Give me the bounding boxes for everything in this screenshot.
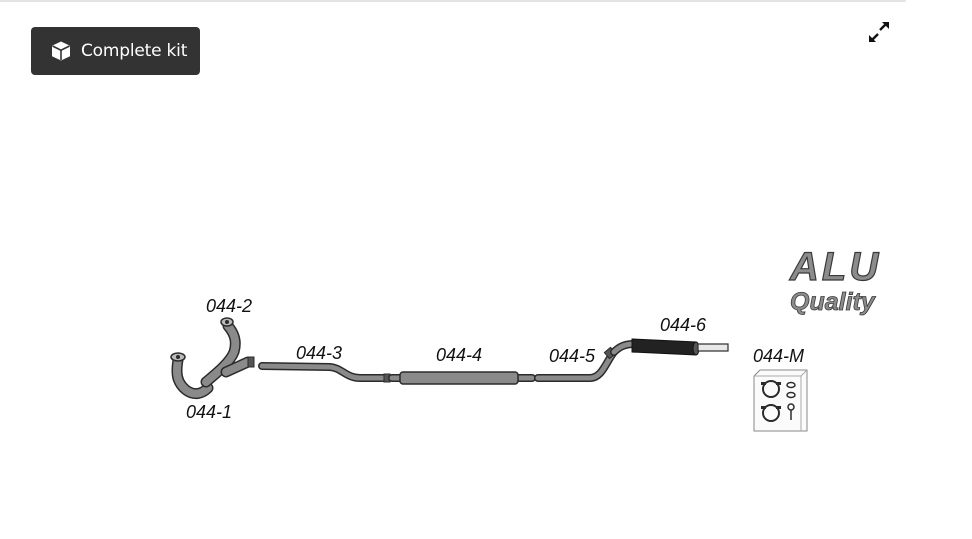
box-icon [50,40,72,62]
alu-quality-title: ALU [789,245,881,289]
top-divider [0,0,906,2]
part-044-M-mounting-kit[interactable] [753,369,808,432]
part-044-1-pipe[interactable] [170,352,214,400]
complete-kit-button[interactable]: Complete kit [31,27,200,75]
part-044-2-pipe[interactable] [200,317,255,388]
part-044-4-resonator[interactable] [388,371,536,385]
part-label-044-3: 044-3 [296,343,342,363]
part-label-044-2: 044-2 [206,296,252,316]
alu-quality-subtitle: Quality [790,288,876,316]
part-label-044-6: 044-6 [660,315,707,335]
part-label-044-5: 044-5 [549,346,596,366]
part-044-6-muffler[interactable] [610,338,729,356]
part-044-3-pipe[interactable] [258,362,391,383]
part-label-044-4: 044-4 [436,345,482,365]
expand-arrows-icon[interactable] [866,20,892,44]
part-label-044-1: 044-1 [186,402,232,422]
part-label-044-M: 044-M [753,346,804,366]
complete-kit-label: Complete kit [81,41,188,61]
